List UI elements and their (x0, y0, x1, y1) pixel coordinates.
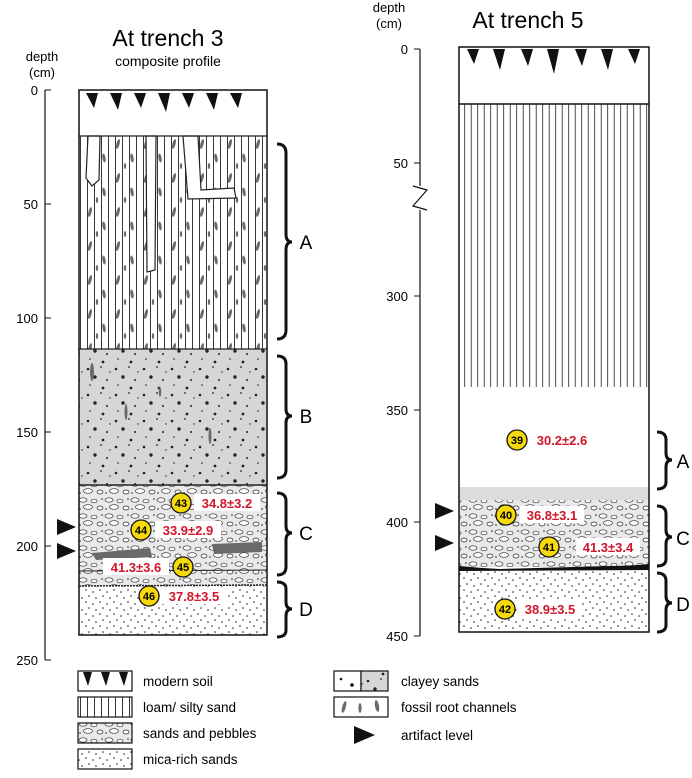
legend-item-mica: mica-rich sands (77, 748, 238, 770)
sample-number: 44 (135, 525, 148, 537)
trench5-tick-label: 300 (386, 289, 408, 304)
sample-age: 38.9±3.5 (525, 602, 576, 617)
trench5-sample-42: 42 38.9±3.5 (494, 598, 582, 620)
trench3-tick-label: 200 (16, 539, 38, 554)
trench3-tick-label: 50 (24, 197, 38, 212)
trench3-axis-label-unit: (cm) (29, 65, 55, 80)
trench3-unit-label: D (299, 600, 313, 621)
trench3-sample-46: 46 37.8±3.5 (138, 585, 227, 607)
trench3-sample-44: 44 33.9±2.9 (130, 519, 221, 541)
trench3-unit-label: A (300, 233, 313, 254)
trench5-sample-41: 41 41.3±3.4 (538, 536, 640, 558)
trench3-sample-43: 43 34.8±3.2 (170, 492, 260, 514)
sample-number: 40 (500, 510, 512, 522)
trench5-clayey-transition (459, 487, 649, 500)
trench3-unit-brace-A: A (276, 142, 313, 341)
trench5-artifact-level-marker (435, 503, 454, 519)
trench3-tick-label: 250 (16, 653, 38, 668)
legend-label: fossil root channels (401, 700, 517, 715)
trench3-title: At trench 3 (112, 25, 223, 51)
trench5-unit-label: A (677, 452, 690, 473)
trench5-unit-brace-D: D (656, 571, 690, 634)
sample-age: 41.3±3.6 (111, 560, 162, 575)
trench5-loam-layer (459, 104, 649, 387)
trench3-sample-45: 41.3±3.6 45 (103, 556, 194, 578)
sample-number: 42 (499, 604, 511, 616)
trench5-column-outline (458, 46, 650, 633)
trench3-artifact-level-marker (57, 519, 76, 535)
legend: modern soil loam/ silty sand sands and p… (77, 670, 517, 770)
sample-number: 46 (143, 591, 155, 603)
trench3-unit-label: B (300, 407, 313, 428)
trench3-root-channels (79, 136, 267, 349)
trench5-unit-brace-A: A (656, 430, 690, 491)
sample-number: 45 (177, 562, 189, 574)
legend-item-clayey: clayey sands (333, 670, 479, 692)
trench5-tick-label: 400 (386, 515, 408, 530)
sample-age: 41.3±3.4 (583, 540, 634, 555)
trench3-root-channel-streaks (92, 542, 262, 560)
trench3-clayey-sand-layer (79, 349, 267, 485)
trench3-tick-label: 150 (16, 425, 38, 440)
trench3-axis-label-depth: depth (26, 49, 59, 64)
trench5-unit-label: C (676, 529, 690, 550)
trench3-tick-label: 0 (31, 83, 38, 98)
trench5-dark-boundary (459, 564, 649, 571)
trench3-modern-soil-marks (86, 93, 242, 112)
trench3-subtitle: composite profile (115, 53, 221, 69)
trench5-artifact-level-marker (435, 535, 454, 551)
sample-age: 34.8±3.2 (202, 496, 253, 511)
sample-number: 43 (175, 498, 187, 510)
trench5-title: At trench 5 (472, 7, 583, 33)
trench5-unit-brace-C: C (656, 504, 690, 568)
trench5-profile: At trench 5 depth (cm) 0 50 300 350 400 … (373, 0, 690, 644)
trench5-axis-label-unit: (cm) (376, 16, 402, 31)
legend-item-sands-pebbles: sands and pebbles (77, 722, 257, 744)
legend-item-loam: loam/ silty sand (77, 696, 236, 718)
sample-age: 36.8±3.1 (527, 508, 578, 523)
trench3-unit-brace-B: B (276, 354, 313, 480)
trench5-sample-40: 40 36.8±3.1 (495, 504, 584, 526)
trench5-ticks (414, 48, 420, 637)
trench5-tick-label: 350 (386, 403, 408, 418)
sample-age: 33.9±2.9 (163, 523, 214, 538)
legend-label: artifact level (401, 728, 473, 743)
sample-age: 37.8±3.5 (169, 589, 220, 604)
trench3-profile: At trench 3 composite profile depth (cm)… (16, 25, 313, 668)
trench5-modern-soil-marks (467, 49, 640, 74)
legend-label: loam/ silty sand (143, 700, 236, 715)
trench3-tick-label: 100 (16, 311, 38, 326)
trench3-unitB-root-channels (90, 363, 212, 444)
legend-item-modern-soil: modern soil (77, 670, 213, 692)
trench5-tick-label: 450 (386, 629, 408, 644)
legend-item-artifact: artifact level (354, 726, 473, 744)
trench3-unit-brace-D: D (276, 580, 313, 639)
legend-label: sands and pebbles (143, 726, 257, 741)
trench3-unit-brace-C: C (276, 491, 313, 577)
legend-label: mica-rich sands (143, 752, 238, 767)
trench5-axis-label-depth: depth (373, 0, 406, 15)
legend-label: modern soil (143, 674, 213, 689)
sample-age: 30.2±2.6 (537, 433, 588, 448)
sample-number: 41 (543, 542, 555, 554)
legend-label: clayey sands (401, 674, 479, 689)
sample-number: 39 (511, 435, 523, 447)
trench3-column-outline (78, 89, 268, 636)
trench5-tick-label: 50 (394, 156, 408, 171)
trench5-tick-label: 0 (401, 42, 408, 57)
trench3-artifact-level-marker (57, 543, 76, 559)
trench5-sample-39: 39 30.2±2.6 (506, 429, 594, 451)
trench3-unit-label: C (299, 524, 313, 545)
trench5-unit-label: D (676, 595, 690, 616)
legend-item-roots: fossil root channels (333, 696, 517, 718)
trench5-axis-break (411, 185, 429, 211)
trench3-ticks (45, 89, 51, 661)
